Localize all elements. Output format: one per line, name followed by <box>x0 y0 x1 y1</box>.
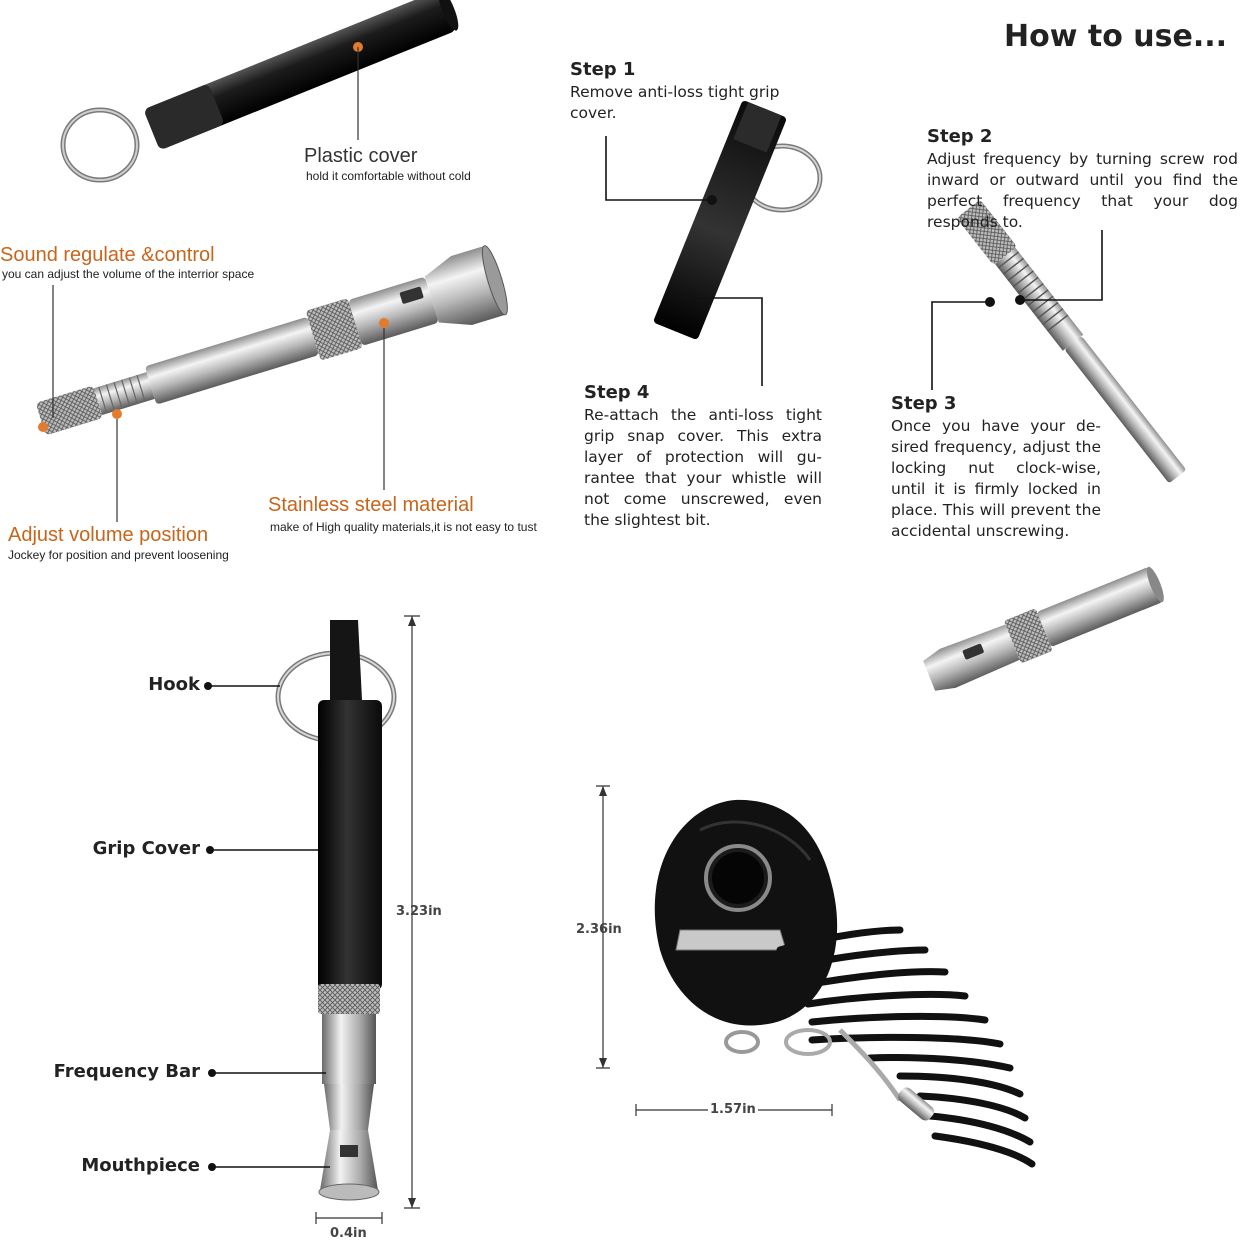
plastic-cover-desc: hold it comfortable without cold <box>306 169 471 183</box>
step2-frequency-bar-image <box>931 201 1186 483</box>
plastic-cover-label: Plastic cover <box>304 145 418 167</box>
page-title: How to use... <box>1004 19 1228 54</box>
plastic-cover-image <box>60 0 459 183</box>
stainless-steel-label: Stainless steel material <box>268 494 474 516</box>
part-hook-label: Hook <box>148 674 200 695</box>
step1-body: Remove anti-loss tight grip cover. <box>570 83 780 122</box>
step4-body: Re-attach the anti-loss tight grip snap … <box>584 406 822 529</box>
whistle-length-dim: 3.23in <box>396 904 442 919</box>
whistle-width-dim: 0.4in <box>330 1226 367 1241</box>
step3-heading: Step 3 <box>891 393 957 414</box>
clicker-width-dim: 1.57in <box>708 1102 758 1118</box>
clicker-diagram <box>596 785 1036 1168</box>
adjust-volume-desc: Jockey for position and prevent loosenin… <box>8 548 229 562</box>
stainless-steel-desc: make of High quality materials,it is not… <box>270 520 537 534</box>
step2-heading: Step 2 <box>927 126 993 147</box>
adjust-volume-label: Adjust volume position <box>8 524 209 546</box>
part-mouthpiece-label: Mouthpiece <box>81 1155 200 1176</box>
step1-heading: Step 1 <box>570 59 636 80</box>
whistle-diagram <box>204 615 420 1224</box>
step4-heading: Step 4 <box>584 382 650 403</box>
mouthpiece-whistle-image <box>923 566 1164 691</box>
step1-grip-cover-image <box>605 100 823 386</box>
step2-body: Adjust frequency by turning screw rod in… <box>927 150 1238 231</box>
part-frequency-bar-label: Frequency Bar <box>53 1061 200 1082</box>
step3-body: Once you have your de-sired frequency, a… <box>891 417 1101 540</box>
sound-regulate-label: Sound regulate &control <box>0 244 215 266</box>
part-grip-cover-label: Grip Cover <box>92 838 200 859</box>
steel-whistle-image <box>36 245 508 522</box>
clicker-height-dim: 2.36in <box>576 922 622 937</box>
sound-regulate-desc: you can adjust the volume of the interri… <box>2 267 255 281</box>
